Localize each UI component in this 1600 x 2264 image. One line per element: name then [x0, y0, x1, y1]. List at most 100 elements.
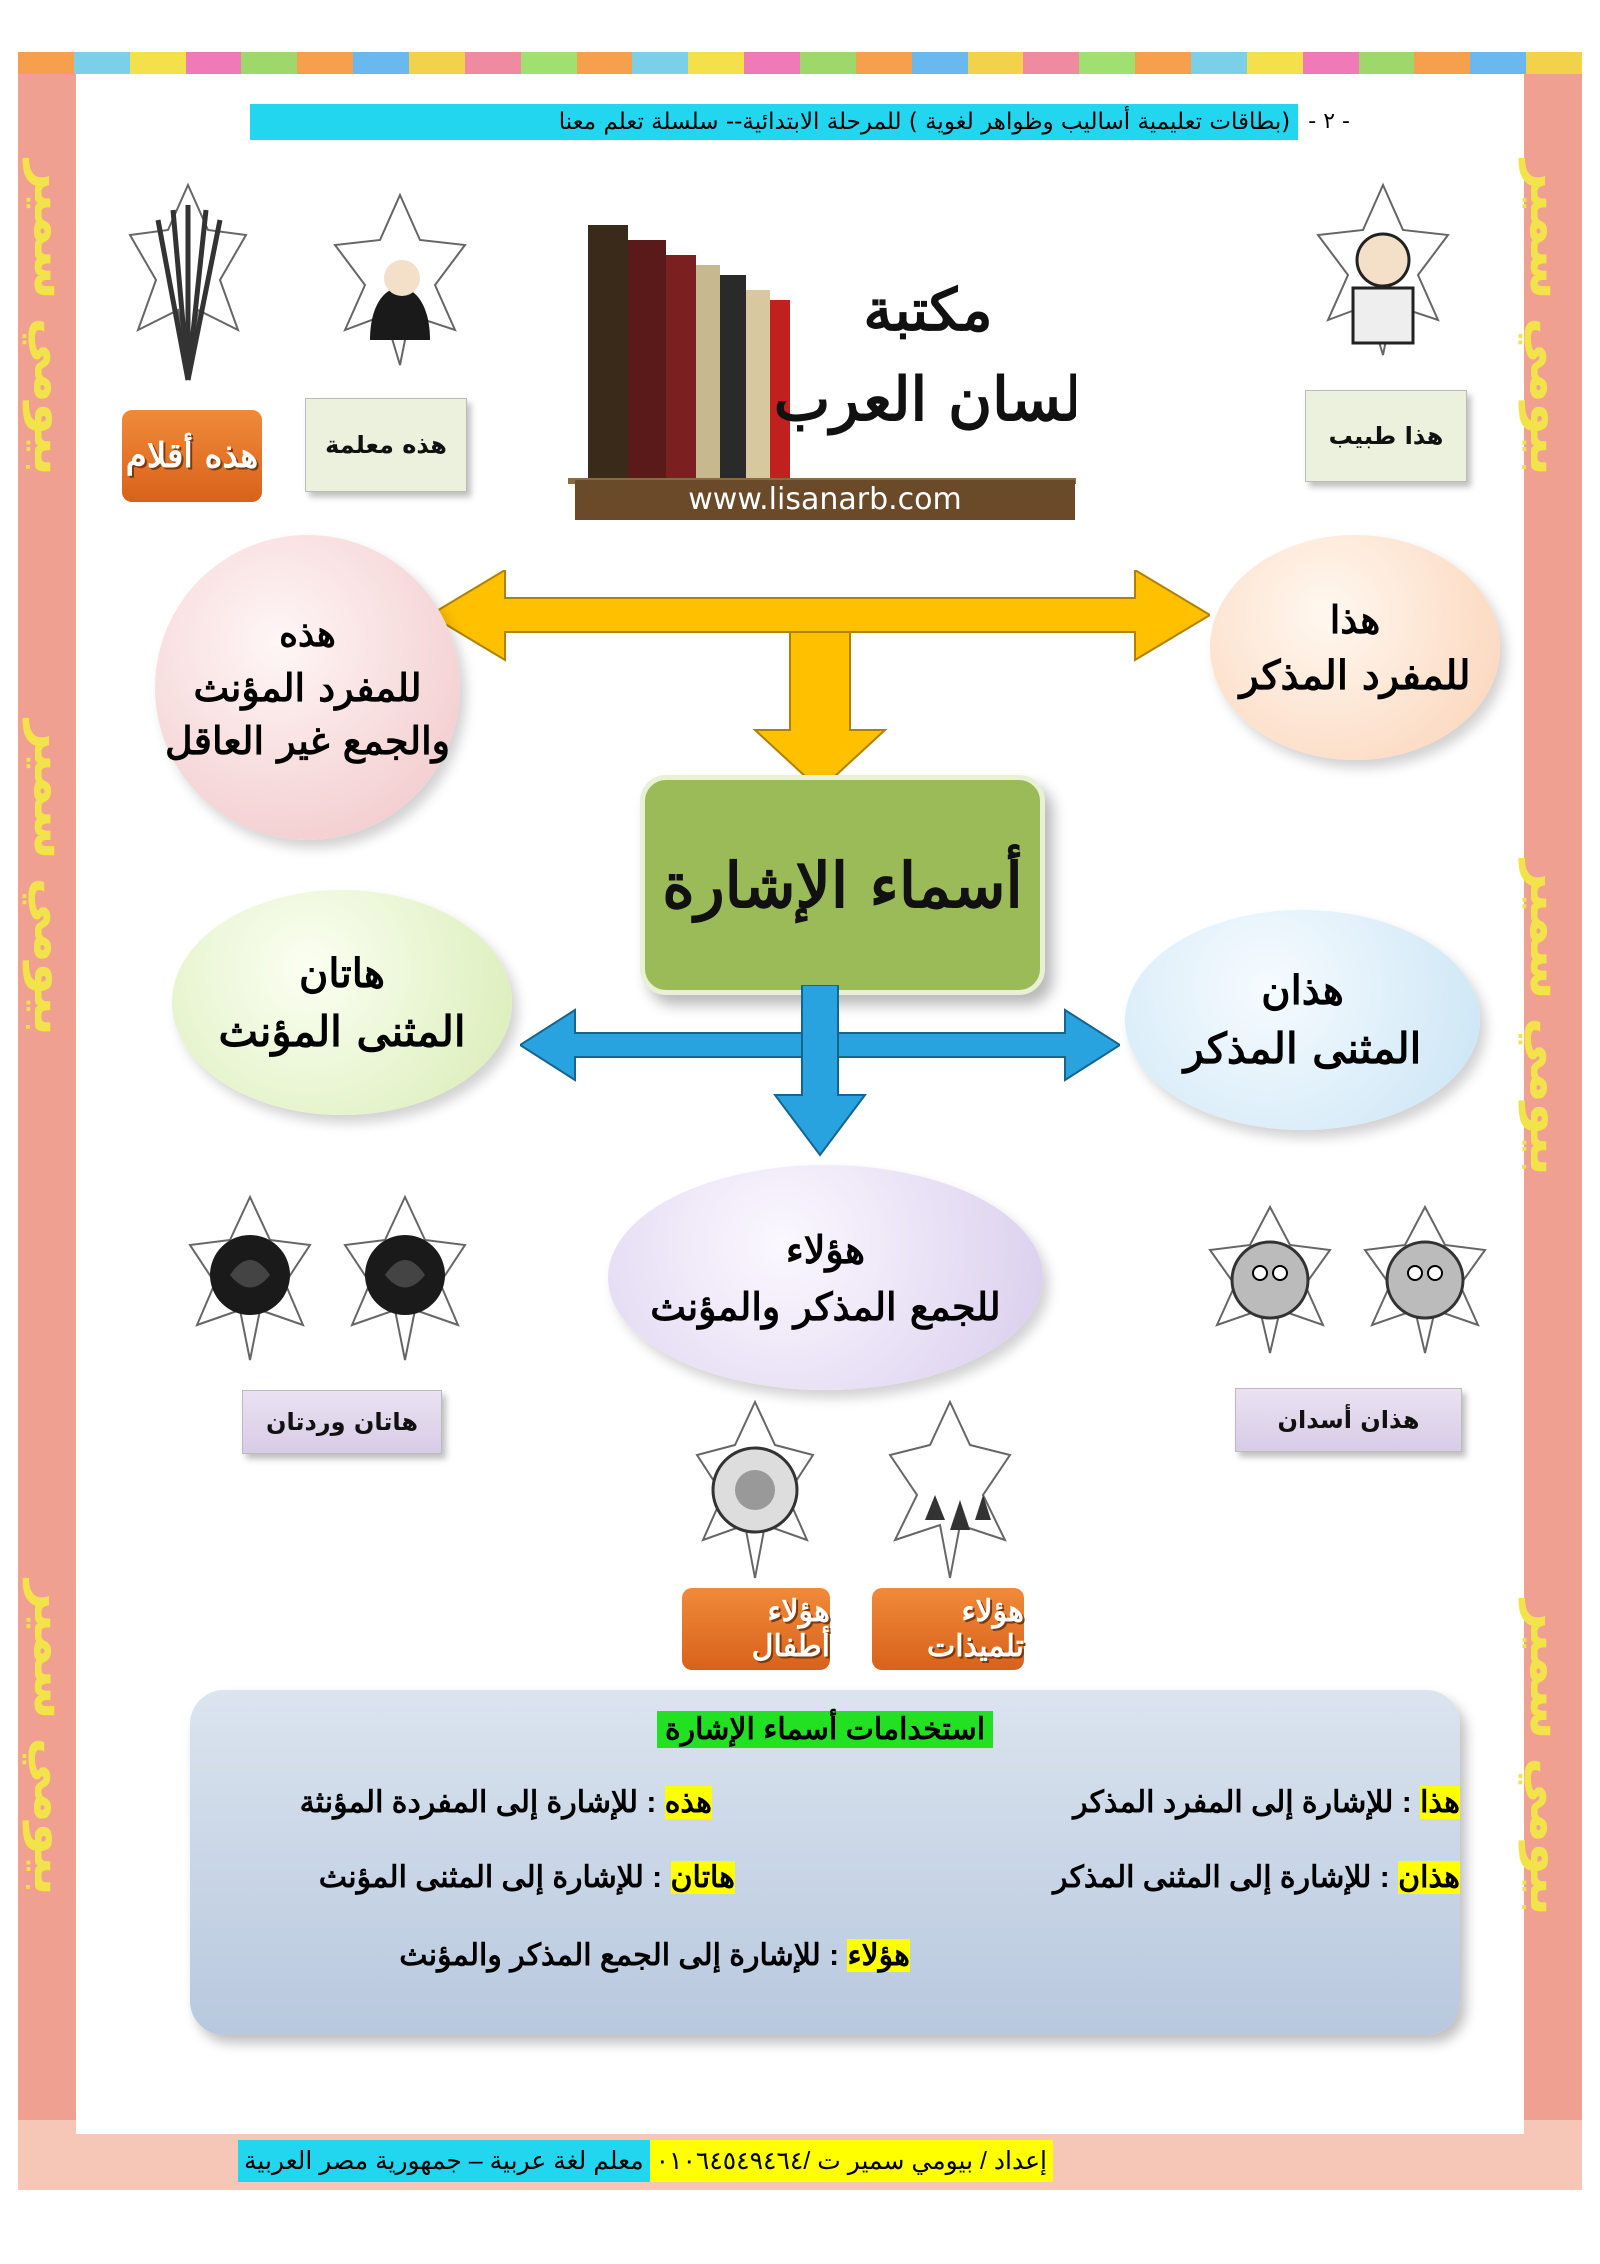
- use-word: هاتان: [670, 1861, 735, 1894]
- lion-icon: [1208, 1205, 1332, 1354]
- rainbow-segment: [1191, 52, 1247, 74]
- side-watermark: بيومي سمير: [1518, 160, 1578, 476]
- rainbow-segment: [129, 52, 186, 74]
- side-watermark: بيومي سمير: [22, 720, 82, 1036]
- rainbow-segment: [744, 52, 801, 74]
- use-text: : للإشارة إلى الجمع المذكر والمؤنث: [399, 1939, 840, 1972]
- book-spine: [770, 300, 790, 480]
- yellow-arrows: [430, 570, 1210, 790]
- bubble-haulai-desc: للجمع المذكر والمؤنث: [650, 1283, 1001, 1329]
- rainbow-segment: [297, 52, 354, 74]
- book-spine: [746, 290, 770, 480]
- bubble-haulai-word: هؤلاء: [785, 1226, 866, 1272]
- bubble-hatan: هاتان المثنى المؤنث: [172, 890, 512, 1115]
- bubble-hadhihi-desc2: والجمع غير العاقل: [165, 717, 450, 763]
- label-doctor: هذا طبيب: [1305, 390, 1467, 482]
- uses-panel: استخدامات أسماء الإشارة هذا : للإشارة إل…: [190, 1690, 1460, 2035]
- side-watermark: بيومي سمير: [22, 1580, 82, 1896]
- rainbow-segment: [576, 52, 633, 74]
- schoolgirls-icon: [888, 1400, 1012, 1579]
- use-text: : للإشارة إلى المثنى المذكر: [1053, 1861, 1390, 1894]
- footer-role: معلم لغة عربية – جمهورية مصر العربية: [238, 2140, 650, 2182]
- teacher-icon: [333, 192, 467, 366]
- rainbow-segment: [1023, 52, 1080, 74]
- rainbow-segment: [632, 52, 689, 74]
- left-border: [18, 74, 76, 2174]
- use-row: هذه : للإشارة إلى المفردة المؤنثة: [300, 1785, 712, 1820]
- rainbow-stripe: [18, 52, 1583, 74]
- rainbow-segment: [1526, 52, 1583, 74]
- library-logo: مكتبة لسان العرب: [568, 225, 1076, 484]
- book-spine: [720, 275, 746, 480]
- book-spine: [628, 240, 666, 480]
- bubble-hadhihi-word: هذه: [279, 612, 336, 655]
- blue-arrows: [520, 985, 1120, 1157]
- use-text: : للإشارة إلى المفردة المؤنثة: [299, 1786, 657, 1819]
- bubble-hadhan: هذان المثنى المذكر: [1125, 910, 1480, 1130]
- rose-icon: [343, 1195, 467, 1361]
- rainbow-segment: [967, 52, 1024, 74]
- bubble-hatan-desc: المثنى المؤنث: [218, 1006, 466, 1056]
- use-word: هذه: [664, 1786, 712, 1819]
- rainbow-segment: [1135, 52, 1192, 74]
- bubble-hadhan-desc: المثنى المذكر: [1183, 1024, 1422, 1073]
- children-icon: [695, 1400, 815, 1579]
- bubble-hadhihi: هذه للمفرد المؤنث والجمع غير العاقل: [155, 535, 460, 840]
- label-schoolgirls: هؤلاء تلميذات: [872, 1588, 1024, 1670]
- rainbow-segment: [855, 52, 912, 74]
- center-title: أسماء الإشارة: [640, 775, 1045, 995]
- book-spine: [696, 265, 720, 480]
- rainbow-segment: [18, 52, 74, 74]
- side-watermark: بيومي سمير: [22, 160, 82, 476]
- logo-url: www.lisanarb.com: [575, 480, 1075, 520]
- use-row: هاتان : للإشارة إلى المثنى المؤنث: [319, 1860, 735, 1895]
- use-word: هذا: [1420, 1786, 1460, 1819]
- lion-icon: [1363, 1205, 1487, 1354]
- label-children: هؤلاء أطفال: [682, 1588, 830, 1670]
- side-watermark: بيومي سمير: [1518, 1600, 1578, 1916]
- use-word: هذان: [1398, 1861, 1460, 1894]
- rainbow-segment: [1079, 52, 1136, 74]
- rainbow-segment: [520, 52, 577, 74]
- page-header: - ٢ - (بطاقات تعليمية أساليب وظواهر لغوي…: [250, 104, 1360, 140]
- label-roses: هاتان وردتان: [242, 1390, 442, 1454]
- rainbow-segment: [1414, 52, 1471, 74]
- page-number: - ٢ -: [1298, 104, 1360, 140]
- logo-name-2: لسان العرب: [774, 365, 1076, 436]
- bubble-hatan-word: هاتان: [299, 949, 385, 997]
- rainbow-segment: [73, 52, 130, 74]
- rainbow-segment: [464, 52, 521, 74]
- rainbow-segment: [1358, 52, 1415, 74]
- label-pens: هذه أقلام: [122, 410, 262, 502]
- bubble-hadha-desc: للمفرد المذكر: [1239, 651, 1471, 699]
- label-teacher: هذه معلمة: [305, 398, 467, 492]
- label-lions: هذان أسدان: [1235, 1388, 1462, 1452]
- book-spine: [666, 255, 696, 480]
- use-row: هذا : للإشارة إلى المفرد المذكر: [1073, 1785, 1460, 1820]
- use-row: هؤلاء : للإشارة إلى الجمع المذكر والمؤنث: [399, 1938, 910, 1973]
- rainbow-segment: [1470, 52, 1527, 74]
- rainbow-segment: [1246, 52, 1303, 74]
- rose-icon: [188, 1195, 312, 1361]
- uses-title: استخدامات أسماء الإشارة: [656, 1711, 994, 1748]
- side-watermark: بيومي سمير: [1518, 860, 1578, 1176]
- pens-icon: [128, 182, 248, 381]
- book-spine: [588, 225, 628, 480]
- bubble-hadha-word: هذا: [1329, 596, 1381, 642]
- rainbow-segment: [911, 52, 968, 74]
- logo-name-1: مكتبة: [863, 276, 992, 344]
- use-text: : للإشارة إلى المثنى المؤنث: [318, 1861, 663, 1894]
- use-row: هذان : للإشارة إلى المثنى المذكر: [1053, 1860, 1460, 1895]
- rainbow-segment: [800, 52, 856, 74]
- bubble-hadhihi-desc1: للمفرد المؤنث: [193, 664, 422, 710]
- rainbow-segment: [409, 52, 465, 74]
- use-word: هؤلاء: [847, 1939, 910, 1972]
- bubble-hadhan-word: هذان: [1261, 967, 1344, 1014]
- rainbow-segment: [1302, 52, 1359, 74]
- doctor-icon: [1316, 182, 1450, 356]
- footer-author: إعداد / بيومي سمير ت /٠١٠٦٤٥٤٩٤٦٤: [649, 2140, 1053, 2182]
- rainbow-segment: [241, 52, 298, 74]
- rainbow-segment: [353, 52, 410, 74]
- bubble-haulai: هؤلاء للجمع المذكر والمؤنث: [608, 1165, 1043, 1390]
- rainbow-segment: [688, 52, 745, 74]
